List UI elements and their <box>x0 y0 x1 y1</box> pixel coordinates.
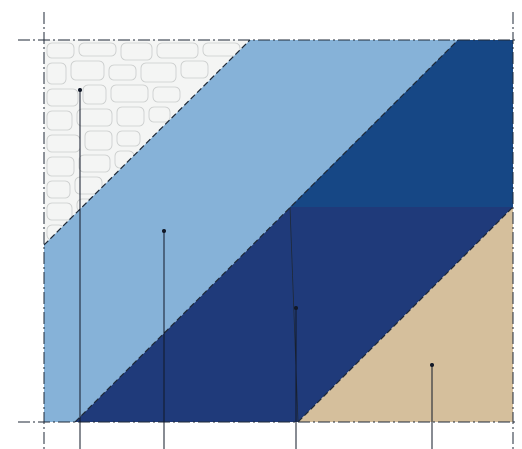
callout-1 <box>78 88 82 449</box>
boundary-vertical-seam <box>289 206 299 423</box>
stone-block <box>78 42 117 57</box>
stone-block <box>78 154 111 173</box>
stone-block <box>202 42 241 57</box>
callout-leaders <box>78 88 434 449</box>
stone-block <box>46 62 67 85</box>
medium-blue-layer-lower <box>290 207 513 422</box>
stone-block <box>76 108 113 127</box>
boundary-light-medium <box>74 39 459 423</box>
stone-block <box>152 86 181 103</box>
stone-block <box>46 180 71 199</box>
callout-4 <box>430 363 434 449</box>
stone-block <box>180 60 209 79</box>
leader-dot-1 <box>78 88 82 92</box>
dark-blue-layer <box>290 40 513 207</box>
stone-block <box>108 64 137 81</box>
dash-dot-grid <box>18 12 518 449</box>
stone-block <box>74 176 103 195</box>
stone-block <box>110 84 149 103</box>
stone-block <box>46 110 73 131</box>
stone-block <box>140 62 177 83</box>
stone-block <box>84 130 113 151</box>
stone-block <box>148 106 171 123</box>
stone-block <box>46 88 79 107</box>
stone-block <box>82 84 107 105</box>
callout-3 <box>294 306 298 449</box>
boundary-medium-tan <box>297 206 514 423</box>
layer-boundaries <box>43 39 514 423</box>
callout-2 <box>162 229 166 449</box>
boundary-stone-light <box>43 39 251 246</box>
leader-dot-2 <box>162 229 166 233</box>
leader-dot-4 <box>430 363 434 367</box>
stone-block <box>46 42 75 59</box>
leader-dot-3 <box>294 306 298 310</box>
stone-block <box>116 106 145 127</box>
stone-block <box>70 60 105 81</box>
light-blue-layer <box>44 40 458 422</box>
stone-block <box>46 202 73 221</box>
stone-block <box>120 42 153 61</box>
stone-block <box>116 130 141 147</box>
stone-block <box>156 42 199 59</box>
stone-block <box>46 156 75 177</box>
